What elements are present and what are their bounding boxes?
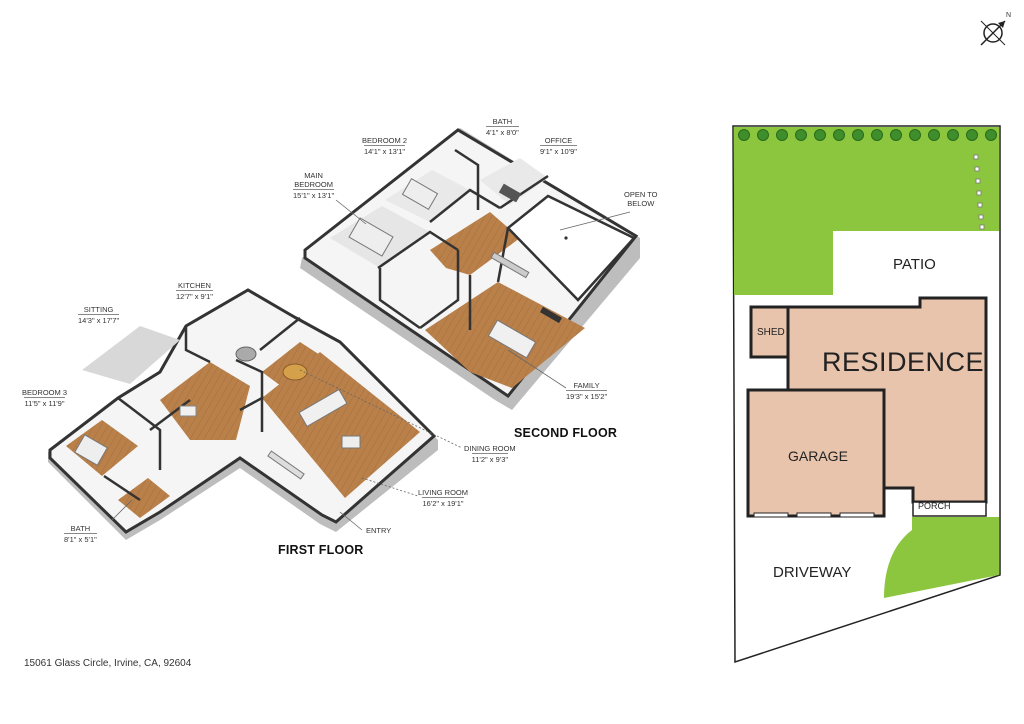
back-lawn — [734, 127, 999, 295]
label-driveway: DRIVEWAY — [773, 564, 852, 581]
site-plan — [732, 125, 1001, 664]
label-entry: ENTRY — [366, 526, 392, 535]
coffee-table — [341, 435, 361, 449]
label-bath-top: BATH 4'1" x 8'0" — [486, 117, 519, 137]
garage-doors — [753, 512, 875, 518]
label-main-bedroom: MAIN BEDROOM 15'1" x 13'1" — [293, 171, 335, 200]
kitchen-island — [235, 346, 257, 362]
garage-building — [746, 388, 886, 518]
living-sofa — [298, 388, 348, 428]
stepping-stones — [973, 154, 985, 230]
family-sofa — [487, 319, 537, 359]
bed-main — [348, 217, 394, 257]
open-to-below-area — [506, 194, 637, 302]
label-bedroom2: BEDROOM 2 14'1" x 13'1" — [362, 136, 408, 156]
label-kitchen: KITCHEN 12'7" x 9'1" — [176, 281, 213, 301]
first-floor-title: FIRST FLOOR — [278, 543, 364, 557]
shed-building — [749, 305, 790, 359]
office-desk — [498, 183, 522, 203]
compass-icon — [980, 20, 1006, 46]
bedroom-rug — [179, 405, 197, 417]
label-family: FAMILY 19'3" x 15'2" — [566, 381, 608, 401]
label-garage: GARAGE — [788, 448, 848, 464]
second-floor-plan — [300, 128, 640, 410]
label-office: OFFICE 9'1" x 10'9" — [540, 136, 577, 156]
label-open-below: OPEN TO BELOW — [624, 190, 658, 208]
porch-area — [912, 501, 987, 517]
second-floor-title: SECOND FLOOR — [514, 426, 618, 440]
front-lawn — [884, 517, 999, 598]
sitting-floor — [82, 326, 180, 384]
office-floor — [480, 158, 548, 205]
kitchen-floor — [160, 362, 250, 440]
label-sitting: SITTING 14'3" x 17'7" — [78, 305, 120, 325]
label-dining-room: DINING ROOM 11'2" x 9'3" — [464, 444, 516, 464]
bed-bedroom2 — [401, 178, 439, 210]
label-residence: RESIDENCE — [822, 347, 985, 377]
label-living-room: LIVING ROOM 16'2" x 19'1" — [418, 488, 469, 508]
first-floor-plan — [48, 288, 463, 540]
bed-bedroom3 — [74, 434, 108, 466]
label-bedroom3: BEDROOM 3 11'5" x 11'9" — [22, 388, 68, 408]
family-tv — [539, 306, 563, 324]
label-bath-bottom: BATH 8'1" x 5'1" — [64, 524, 97, 544]
label-shed: SHED — [757, 327, 785, 338]
bath-floor — [118, 478, 170, 518]
stair-railing — [267, 450, 305, 480]
property-address: 15061 Glass Circle, Irvine, CA, 92604 — [24, 658, 192, 669]
label-porch: PORCH — [918, 501, 951, 511]
label-patio: PATIO — [893, 256, 936, 273]
tree-row — [738, 129, 997, 141]
dining-table — [282, 363, 308, 381]
compass-letter: N — [1006, 12, 1012, 19]
hallway-floor — [430, 212, 520, 275]
stair-rail — [490, 251, 530, 279]
